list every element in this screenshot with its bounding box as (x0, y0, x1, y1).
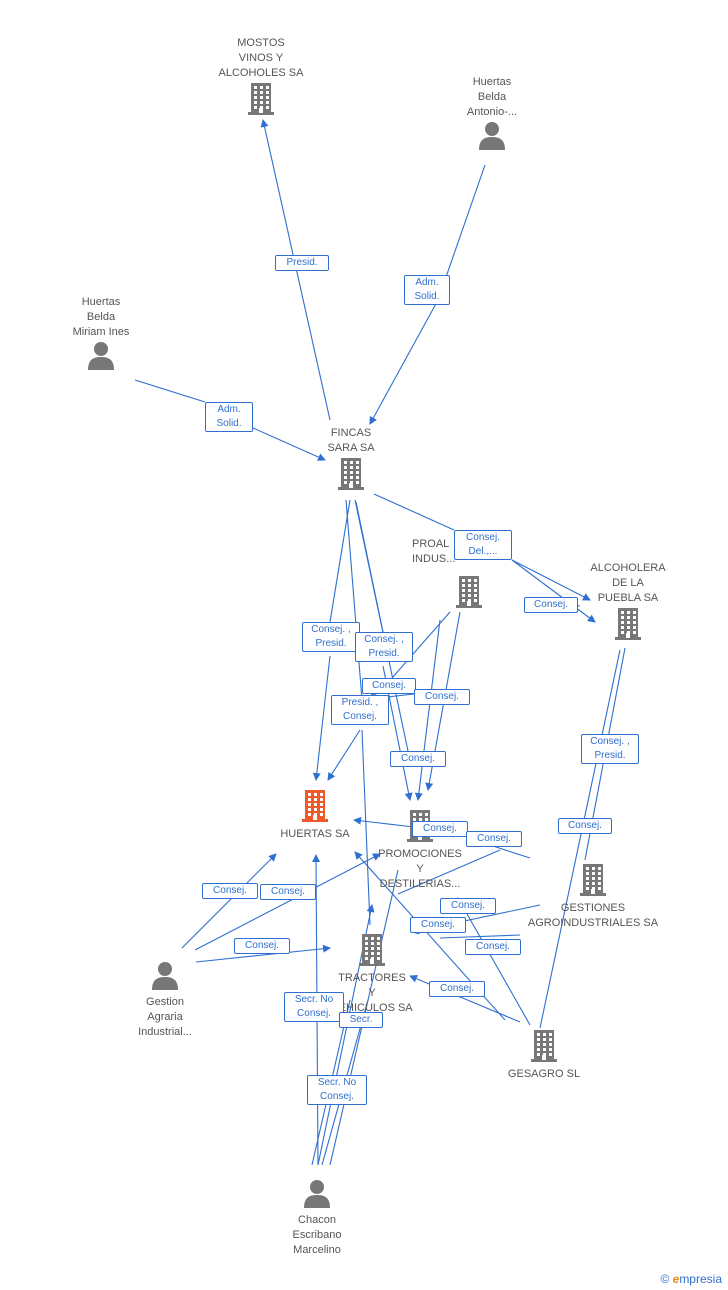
relationship-line (252, 427, 326, 461)
building-icon (205, 81, 317, 120)
node-label: PROMOCIONES Y DESTILERIAS... (378, 848, 462, 890)
relationship-line (373, 493, 455, 531)
relationship-line (312, 655, 331, 781)
edge-label[interactable]: Consej. (465, 939, 521, 955)
node-fincas-sara[interactable]: FINCAS SARA SA (310, 426, 392, 495)
building-icon (580, 606, 676, 645)
edge-label[interactable]: Secr. No Consej. (284, 992, 344, 1022)
node-label: ALCOHOLERA DE LA PUEBLA SA (590, 562, 666, 604)
edge-label[interactable]: Adm. Solid. (205, 402, 253, 432)
edge-label[interactable]: Adm. Solid. (404, 275, 450, 305)
relationship-line (329, 499, 351, 623)
relationship-line (409, 975, 521, 1023)
relationship-line (134, 379, 206, 403)
node-label: Gestion Agraria Industrial... (138, 996, 192, 1038)
relationship-line (195, 944, 331, 963)
relationship-line (511, 559, 596, 623)
edge-label[interactable]: Consej. (410, 917, 466, 933)
edge-label[interactable]: Secr. (339, 1012, 383, 1028)
edge-label[interactable]: Consej. , Presid. (355, 632, 413, 662)
building-icon (322, 932, 422, 971)
node-label: Huertas Belda Antonio-... (466, 76, 518, 118)
node-label: HUERTAS SA (280, 828, 350, 840)
node-huertas-belda-miriam[interactable]: Huertas Belda Miriam Ines (56, 295, 146, 375)
edge-label[interactable]: Consej. (234, 938, 290, 954)
node-mostos-vinos-alcoholes[interactable]: MOSTOS VINOS Y ALCOHOLES SA (205, 36, 317, 120)
edge-label[interactable]: Consej. (412, 821, 468, 837)
node-gestiones-agroindustriales[interactable]: GESTIONES AGROINDUSTRIALES SA (520, 862, 666, 931)
relationship-line (391, 611, 451, 679)
node-huertas-belda-antonio[interactable]: Huertas Belda Antonio-... (452, 75, 532, 155)
node-alcoholera-puebla[interactable]: ALCOHOLERA DE LA PUEBLA SA (580, 561, 676, 645)
edge-label[interactable]: Presid. , Consej. (331, 695, 389, 725)
node-gesagro[interactable]: GESAGRO SL (496, 1028, 592, 1082)
edge-label[interactable]: Secr. No Consej. (307, 1075, 367, 1105)
node-label: Chacon Escribano Marcelino (292, 1214, 342, 1256)
node-label: GESTIONES AGROINDUSTRIALES SA (527, 902, 659, 929)
relationship-line (414, 619, 441, 801)
node-label: TRACTORES Y VEHICULOS SA (331, 972, 413, 1014)
relationship-line (361, 729, 371, 926)
node-proal-indus[interactable]: PROAL INDUS... (412, 537, 464, 567)
node-label: GESAGRO SL (507, 1068, 581, 1080)
edge-label[interactable]: Consej. Del.,... (454, 530, 512, 560)
node-huertas-sa[interactable]: HUERTAS SA (268, 788, 362, 842)
relationship-line (539, 649, 621, 1029)
copyright-symbol: © (660, 1272, 670, 1286)
person-icon (274, 1178, 360, 1213)
node-label: Huertas Belda Miriam Ines (72, 296, 130, 338)
building-icon (454, 574, 484, 613)
brand-name: mpresia (679, 1272, 722, 1286)
person-icon (56, 340, 146, 375)
node-tractores-vehiculos[interactable]: TRACTORES Y VEHICULOS SA (322, 932, 422, 1016)
relationship-line (511, 559, 591, 601)
edge-label[interactable]: Consej. (362, 678, 416, 694)
node-label: MOSTOS VINOS Y ALCOHOLES SA (218, 37, 304, 79)
node-chacon-escribano-marcelino[interactable]: Chacon Escribano Marcelino (274, 1178, 360, 1258)
building-icon (496, 1028, 592, 1067)
relationship-line (345, 499, 363, 701)
edge-label[interactable]: Consej. (558, 818, 612, 834)
edge-label[interactable]: Consej. (466, 831, 522, 847)
edge-label[interactable]: Consej. (524, 597, 578, 613)
edge-label[interactable]: Consej. (202, 883, 258, 899)
node-label: PROAL INDUS... (412, 538, 456, 565)
building-icon (310, 456, 392, 495)
edge-label[interactable]: Consej. (429, 981, 485, 997)
edge-label[interactable]: Consej. , Presid. (581, 734, 639, 764)
brand-initial: e (672, 1272, 680, 1286)
relationship-line (327, 729, 361, 781)
edge-label[interactable]: Consej. (390, 751, 446, 767)
edge-label[interactable]: Consej. (414, 689, 470, 705)
edge-label[interactable]: Consej. (260, 884, 316, 900)
relationship-line (181, 853, 277, 949)
person-icon (120, 960, 210, 995)
relationship-line (397, 849, 501, 895)
edge-label[interactable]: Consej. (440, 898, 496, 914)
relationship-line (194, 853, 381, 951)
edge-label[interactable]: Consej. , Presid. (302, 622, 360, 652)
relationship-line (439, 934, 521, 939)
empresia-logo[interactable]: © empresia (660, 1272, 722, 1286)
relationship-line (369, 299, 439, 425)
building-icon (520, 862, 666, 901)
relationship-line (457, 897, 531, 1026)
node-label: FINCAS SARA SA (327, 427, 375, 454)
building-icon (268, 788, 362, 827)
edge-label[interactable]: Presid. (275, 255, 329, 271)
node-gestion-agraria-industrial[interactable]: Gestion Agraria Industrial... (120, 960, 210, 1040)
person-icon (452, 120, 532, 155)
relationship-line (354, 499, 409, 752)
